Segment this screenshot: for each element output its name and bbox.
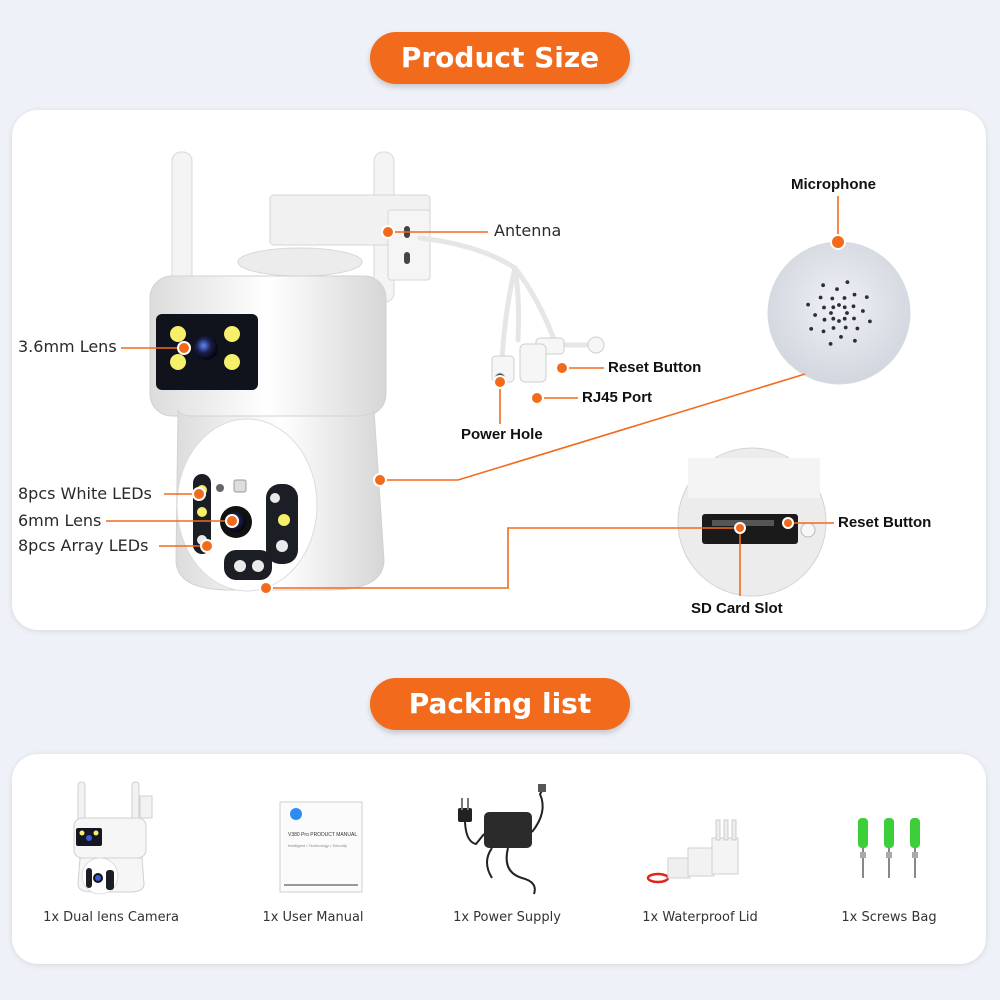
microphone-hole [822,305,826,310]
screws-icon [858,818,920,878]
antenna-label: Antenna [494,221,562,240]
microphone-hole [830,296,835,301]
microphone-hole [839,335,843,339]
microphone-hole [818,295,823,300]
reset-button-cable-label: Reset Button [608,359,702,376]
microphone-hole [868,319,872,324]
microphone-hole [829,311,833,315]
microphone-hole [842,296,847,300]
packing-item-label: 1x Waterproof Lid [642,910,758,925]
microphone-hole [864,295,869,299]
microphone-hole [837,303,841,307]
microphone-hole [806,302,810,307]
microphone-hole [831,326,836,330]
cable-illustration [417,235,593,363]
microphone-hole [831,305,836,310]
microphone-hole [828,342,833,346]
camera-icon [73,781,153,895]
white-leds-label: 8pcs White LEDs [18,484,152,503]
product-size-title: Product Size [370,32,630,84]
microphone-hole [842,316,847,321]
microphone-hole [813,313,817,317]
manual-tagline: Intelligent • Technology • Security [288,843,347,848]
microphone-hole [852,316,856,321]
microphone-hole [855,326,860,331]
lens-36-label: 3.6mm Lens [18,337,117,356]
microphone-hole [853,338,857,343]
microphone-hole [822,317,827,322]
microphone-hole [852,292,857,297]
manual-title: V380 Pro PRODUCT MANUAL [288,832,358,838]
microphone-hole [837,319,841,323]
power-supply-icon [458,784,546,895]
microphone-hole [845,311,849,315]
microphone-hole [809,327,814,331]
microphone-label: Microphone [791,176,876,193]
array-leds-label: 8pcs Array LEDs [18,536,149,555]
sd-slot-illustration [677,447,827,597]
microphone-hole [851,304,856,309]
camera-illustration [149,151,431,592]
microphone-hole [861,309,865,313]
packing-list-title: Packing list [370,678,630,730]
microphone-hole [831,316,836,321]
reset-button-slot-label: Reset Button [838,514,932,531]
waterproof-lid-icon [646,819,739,884]
rj45-port-label: RJ45 Port [582,389,653,406]
packing-item-label: 1x User Manual [262,910,364,925]
microphone-illustration [767,241,911,385]
microphone-hole [845,280,850,284]
microphone-hole [821,329,826,334]
microphone-hole [842,305,847,310]
microphone-hole [835,287,839,291]
lens-6-label: 6mm Lens [18,511,102,530]
callout-dots [177,225,846,595]
packing-item-label: 1x Power Supply [453,910,561,925]
callout-lines [106,196,839,596]
packing-list-card [12,754,986,964]
microphone-hole [843,325,848,330]
packing-item-label: 1x Screws Bag [841,910,937,925]
power-hole-label: Power Hole [461,426,543,443]
packing-item-label: 1x Dual lens Camera [43,910,179,925]
connectors [491,336,605,384]
sd-card-slot-label: SD Card Slot [691,600,783,617]
manual-icon [279,801,363,893]
microphone-hole [821,283,825,288]
